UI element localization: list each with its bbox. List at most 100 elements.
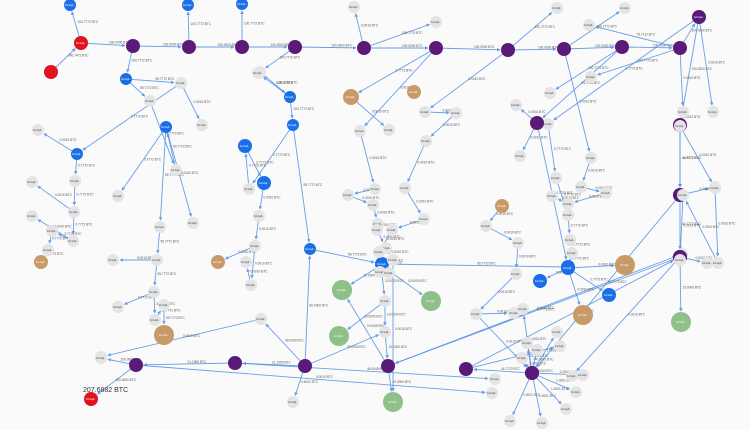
node-grey-g57[interactable]: bc1q4.. xyxy=(564,234,576,246)
node-grey-g9[interactable]: bc1q4.. xyxy=(544,87,556,99)
node-grey-g77[interactable]: bc1q4.. xyxy=(517,303,529,315)
node-tx-t1[interactable] xyxy=(126,39,140,53)
node-circle[interactable] xyxy=(342,189,354,201)
node-circle[interactable] xyxy=(298,359,312,373)
node-circle[interactable] xyxy=(531,344,543,356)
edge-g61-g62[interactable] xyxy=(480,273,517,310)
node-tx-t20[interactable] xyxy=(129,358,143,372)
node-circle[interactable] xyxy=(144,95,156,107)
node-grey-g58[interactable]: bc1q4.. xyxy=(566,247,578,259)
node-blue-b3[interactable]: bc1q4.. xyxy=(236,0,248,10)
node-blue-b9[interactable]: bc1q4.. xyxy=(304,243,316,255)
node-circle[interactable] xyxy=(566,247,578,259)
node-circle[interactable] xyxy=(64,0,76,11)
node-circle[interactable] xyxy=(371,224,383,236)
node-circle[interactable] xyxy=(387,254,399,266)
node-circle[interactable] xyxy=(379,326,391,338)
node-tan-tan7[interactable]: bc1q4.. xyxy=(615,255,635,275)
node-grey-g75[interactable]: bc1q4.. xyxy=(516,352,528,364)
node-circle[interactable] xyxy=(284,91,296,103)
node-circle[interactable] xyxy=(562,198,574,210)
edge-b14-tan7[interactable] xyxy=(567,263,615,269)
edge-t17-t18[interactable] xyxy=(473,367,533,374)
node-blue-b6[interactable]: bc1q4.. xyxy=(160,121,172,133)
node-circle[interactable] xyxy=(510,268,522,280)
node-grey-g72[interactable]: bc1q4.. xyxy=(560,403,572,415)
node-circle[interactable] xyxy=(418,213,430,225)
node-circle[interactable] xyxy=(514,150,526,162)
node-grey-g69[interactable]: bc1q4.. xyxy=(287,396,299,408)
edge-t22-t21[interactable] xyxy=(242,361,306,367)
node-red-r2[interactable] xyxy=(44,65,58,79)
node-circle[interactable] xyxy=(550,172,562,184)
node-tan-tan4[interactable]: bc1q4.. xyxy=(343,89,359,105)
node-grey-g65[interactable]: bc1q4.. xyxy=(554,340,566,352)
edge-g84-g85[interactable] xyxy=(407,140,427,183)
node-circle[interactable] xyxy=(383,124,395,136)
node-green-gr4[interactable]: bc1q4.. xyxy=(329,326,349,346)
node-circle[interactable] xyxy=(489,373,501,385)
edge-t6-t7[interactable] xyxy=(435,47,501,52)
node-circle[interactable] xyxy=(288,40,302,54)
edge-t16-g14[interactable] xyxy=(387,255,677,367)
node-circle[interactable] xyxy=(357,41,371,55)
node-grey-g5[interactable]: bc1q4.. xyxy=(619,2,631,14)
node-tx-t3[interactable] xyxy=(235,40,249,54)
node-tx-t6[interactable] xyxy=(429,41,443,55)
node-tx-t22[interactable] xyxy=(298,359,312,373)
edge-t9-g9[interactable] xyxy=(555,46,623,90)
node-circle[interactable] xyxy=(160,121,172,133)
node-circle[interactable] xyxy=(287,396,299,408)
node-circle[interactable] xyxy=(32,124,44,136)
node-circle[interactable] xyxy=(575,181,587,193)
node-grey-g46[interactable]: bc1q4.. xyxy=(383,124,395,136)
node-red-r1[interactable]: bc1q4.. xyxy=(74,36,88,50)
edge-g18-b6[interactable] xyxy=(166,133,177,171)
node-grey-g84[interactable]: bc1q4.. xyxy=(420,135,432,147)
node-circle[interactable] xyxy=(450,107,462,119)
node-grey-g36[interactable]: bc1q4.. xyxy=(252,67,264,79)
node-grey-g78[interactable]: bc1q4.. xyxy=(551,326,563,338)
node-circle[interactable] xyxy=(521,337,533,349)
edge-t21-g68[interactable] xyxy=(234,362,489,381)
node-grey-g18[interactable]: bc1q4.. xyxy=(170,164,182,176)
edge-t22-b9[interactable] xyxy=(304,255,312,367)
node-circle[interactable] xyxy=(44,65,58,79)
node-tx-t5[interactable] xyxy=(357,41,371,55)
node-tx-t18[interactable] xyxy=(459,362,473,376)
node-circle[interactable] xyxy=(573,305,593,325)
node-grey-g23[interactable]: bc1q4.. xyxy=(148,286,160,298)
node-green-gr5[interactable]: bc1q4.. xyxy=(383,392,403,412)
node-green-gr3[interactable]: bc1q4.. xyxy=(421,291,441,311)
node-circle[interactable] xyxy=(566,370,578,382)
node-circle[interactable] xyxy=(68,206,80,218)
node-circle[interactable] xyxy=(367,199,379,211)
node-circle[interactable] xyxy=(67,235,79,247)
node-tx-t16[interactable] xyxy=(381,359,395,373)
edge-t16-gr1[interactable] xyxy=(347,298,389,367)
node-tan-tan2[interactable]: bc1q4.. xyxy=(154,325,174,345)
node-circle[interactable] xyxy=(602,288,616,302)
node-grey-g63[interactable]: bc1q4.. xyxy=(508,307,520,319)
node-circle[interactable] xyxy=(348,1,360,13)
node-circle[interactable] xyxy=(379,295,391,307)
node-circle[interactable] xyxy=(536,417,548,429)
edge-g100-g101[interactable] xyxy=(678,194,684,254)
node-grey-g96[interactable]: bc1q4.. xyxy=(677,106,689,118)
node-circle[interactable] xyxy=(673,41,687,55)
node-green-gr2[interactable]: bc1q4.. xyxy=(332,280,352,300)
node-circle[interactable] xyxy=(544,87,556,99)
edge-g98-g99[interactable] xyxy=(714,187,720,257)
node-grey-g43[interactable]: bc1q4.. xyxy=(379,295,391,307)
node-circle[interactable] xyxy=(257,176,271,190)
node-circle[interactable] xyxy=(170,164,182,176)
node-grey-g31[interactable]: bc1q4.. xyxy=(67,235,79,247)
node-circle[interactable] xyxy=(182,40,196,54)
node-grey-g32[interactable]: bc1q4.. xyxy=(46,225,58,237)
edge-b8-b9[interactable] xyxy=(292,124,311,243)
node-circle[interactable] xyxy=(517,303,529,315)
node-grey-g48[interactable]: bc1q4.. xyxy=(342,189,354,201)
edge-t10-g7[interactable] xyxy=(597,47,681,76)
node-circle[interactable] xyxy=(332,280,352,300)
edge-t11-t12[interactable] xyxy=(680,16,700,118)
